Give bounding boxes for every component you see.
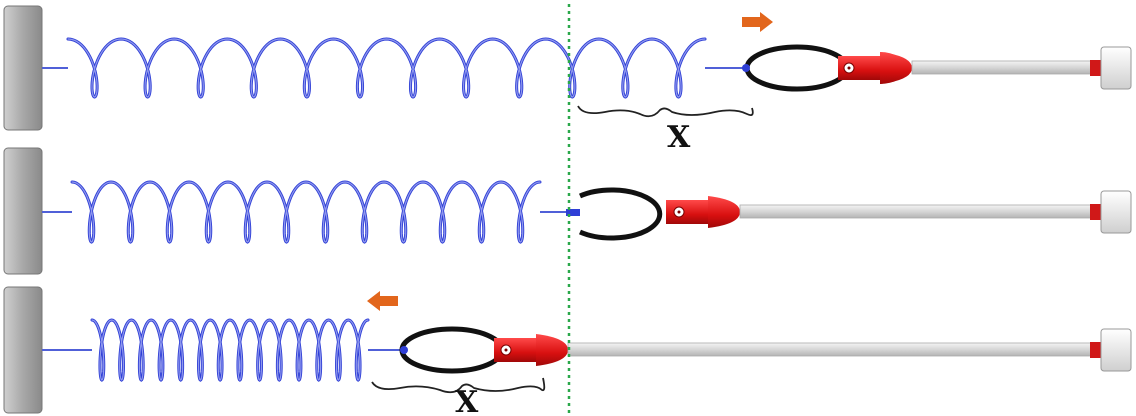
wall xyxy=(3,286,43,414)
red-clamp xyxy=(666,196,740,228)
spring xyxy=(90,318,370,382)
ring-clamp xyxy=(742,44,850,92)
red-clamp xyxy=(838,52,912,84)
guide-rod xyxy=(567,342,1095,357)
wall xyxy=(3,147,43,275)
ring-clamp xyxy=(566,187,663,241)
rod-end-cap xyxy=(1090,328,1132,372)
rod-end-cap xyxy=(1090,190,1132,234)
spring xyxy=(66,37,707,99)
ring-clamp xyxy=(399,326,505,374)
spring-highlight xyxy=(91,319,369,381)
displacement-brace xyxy=(371,377,546,394)
motion-arrow-left xyxy=(367,291,398,311)
displacement-label: X xyxy=(455,385,479,416)
guide-rod xyxy=(739,204,1095,219)
spring-highlight xyxy=(71,181,541,243)
displacement-brace xyxy=(577,105,754,118)
panel-compressed: X xyxy=(3,286,1132,416)
spring xyxy=(70,180,542,244)
wall xyxy=(3,5,43,131)
guide-rod xyxy=(911,60,1095,75)
motion-arrow-right xyxy=(742,12,773,32)
red-clamp xyxy=(494,334,568,366)
spring-highlight xyxy=(67,38,706,98)
rod-end-cap xyxy=(1090,46,1132,90)
displacement-label: X xyxy=(667,120,691,155)
panel-stretched: X xyxy=(3,5,1132,155)
panel-equilibrium xyxy=(3,147,1132,275)
